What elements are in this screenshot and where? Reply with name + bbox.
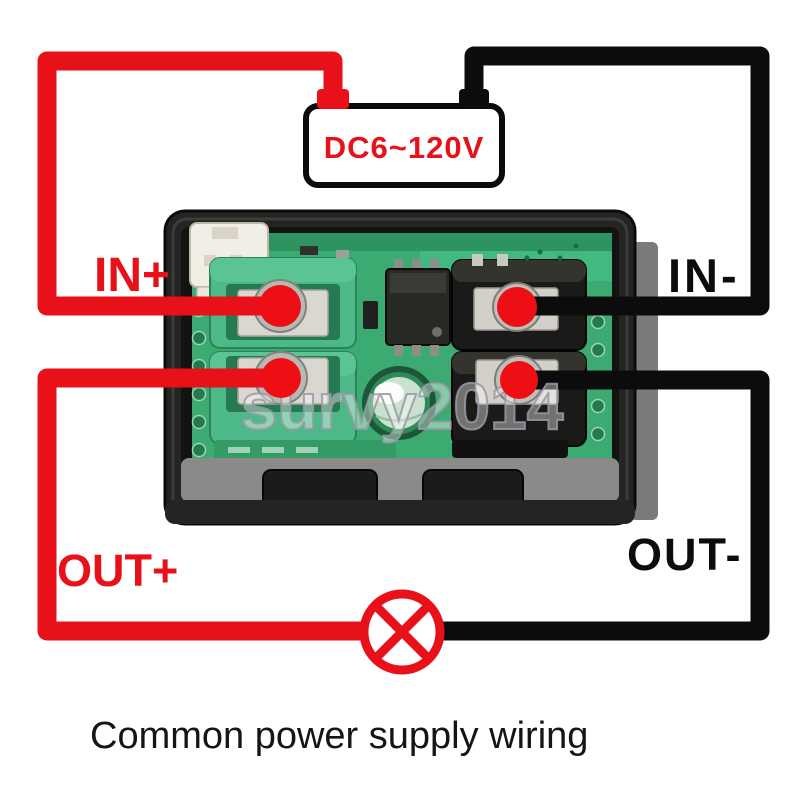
label-out-minus: OUT-	[627, 529, 743, 580]
power-source-label: DC6~120V	[324, 130, 485, 165]
lamp-load-symbol	[359, 589, 445, 675]
module-bottom-frame	[165, 500, 635, 524]
power-source-box	[303, 103, 505, 188]
ic-chip	[385, 259, 451, 356]
connection-dot-in-plus	[259, 285, 301, 327]
wire-positive-output	[37, 368, 366, 641]
wires	[37, 46, 770, 641]
diagram-caption: Common power supply wiring	[90, 715, 588, 757]
module-bottom-band	[181, 458, 619, 502]
capacitor	[362, 366, 436, 440]
smd-transistor	[363, 301, 378, 329]
wire-negative-output	[440, 370, 770, 641]
connection-dot-out-plus	[261, 358, 301, 398]
smd-parts	[300, 243, 579, 266]
power-source: DC6~120V	[303, 89, 505, 188]
label-in-plus: IN+	[94, 249, 170, 302]
connection-dot-in-minus	[497, 287, 537, 327]
wire-negative-input	[464, 46, 770, 316]
meter-module	[163, 209, 658, 526]
label-out-plus: OUT+	[57, 545, 178, 596]
connection-dot-out-minus	[500, 361, 538, 399]
label-in-minus: IN-	[668, 249, 740, 302]
wire-positive-input	[37, 51, 343, 316]
pcb-top-strip	[192, 233, 612, 251]
connection-points	[259, 285, 538, 399]
